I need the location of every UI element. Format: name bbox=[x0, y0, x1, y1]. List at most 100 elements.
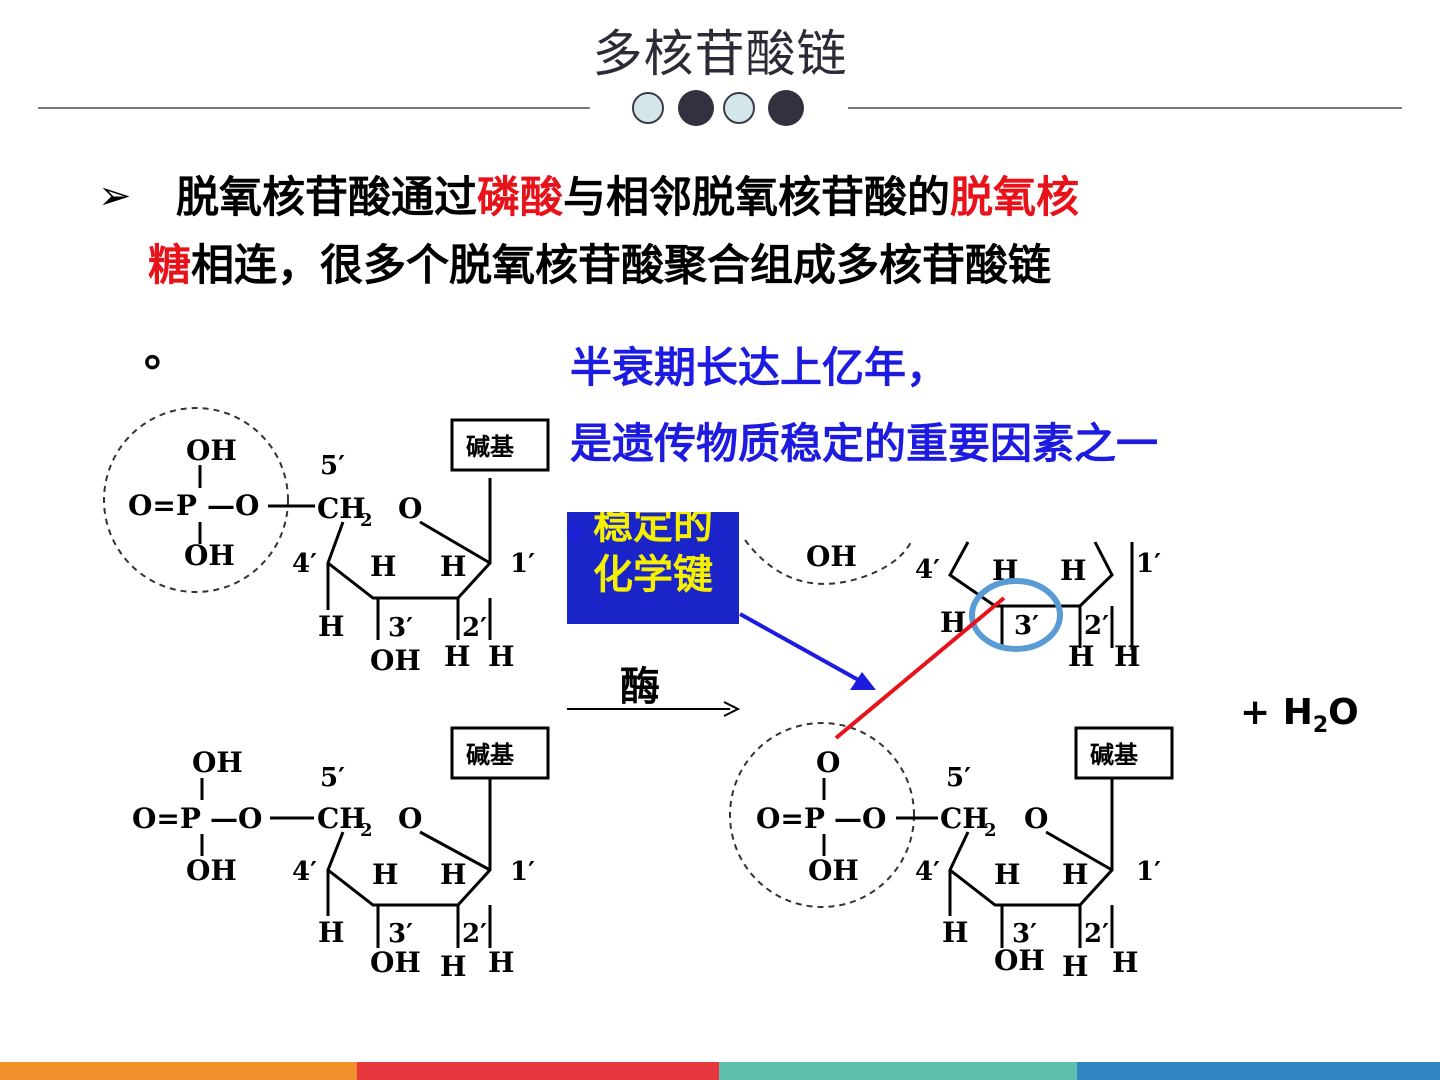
dash-o-label: —O bbox=[834, 802, 886, 835]
h-label: H bbox=[1060, 554, 1086, 587]
c3-label: 3′ bbox=[388, 613, 413, 643]
c3-label: 3′ bbox=[1014, 611, 1039, 641]
c2-label: 2′ bbox=[462, 613, 487, 643]
bullet-line-2: 糖相连，很多个脱氧核苷酸聚合组成多核苷酸链 bbox=[148, 232, 1051, 300]
c3-label: 3′ bbox=[1012, 919, 1037, 949]
water-product: + H2O bbox=[1240, 692, 1359, 738]
h-label: H bbox=[372, 858, 398, 891]
decor-dot-4 bbox=[768, 90, 804, 126]
h-label: H bbox=[488, 946, 514, 979]
bullet-seg-phosphate: 磷酸 bbox=[477, 173, 563, 223]
h-label: H bbox=[318, 916, 344, 949]
bullet-period: 。 bbox=[144, 327, 187, 377]
decor-dot-3 bbox=[723, 92, 755, 124]
water-o: O bbox=[1328, 692, 1359, 733]
c3-label: 3′ bbox=[388, 919, 413, 949]
ch-label: CH bbox=[940, 802, 989, 835]
nucleotide-right-lower: O O=P —O OH 5′ CH 2 O 4′ H H 1′ H 3′ 2′ … bbox=[729, 722, 1174, 983]
c2-label: 2′ bbox=[462, 919, 487, 949]
badge-pointer-line bbox=[739, 612, 863, 684]
callout-line-2: 是遗传物质稳定的重要因素之一 bbox=[570, 419, 1159, 468]
oh-label: OH bbox=[192, 746, 243, 779]
h-label: H bbox=[1068, 640, 1094, 673]
phosphodiester-bond-line bbox=[834, 596, 1006, 740]
o-eq-p-label: O=P bbox=[756, 802, 825, 835]
enzyme-label: 酶 bbox=[620, 664, 660, 710]
c1-label: 1′ bbox=[510, 549, 535, 579]
c1-label: 1′ bbox=[1136, 549, 1161, 579]
bullet-line-1: 脱氧核苷酸通过磷酸与相邻脱氧核苷酸的脱氧核 bbox=[176, 164, 1079, 232]
c4-label: 4′ bbox=[292, 549, 317, 579]
phosphate-circle bbox=[729, 722, 915, 908]
bullet-seg-sugar: 糖 bbox=[148, 241, 191, 291]
h-label: H bbox=[1062, 950, 1088, 983]
ring-o-label: O bbox=[1024, 802, 1048, 835]
h-label: H bbox=[1112, 946, 1138, 979]
footer-bar-blue bbox=[1077, 1062, 1440, 1080]
ch-label: CH bbox=[317, 802, 366, 835]
nucleotide-bottom-left: OH O=P —O OH 5′ CH 2 O 4′ H H 1′ H 3′ 2′… bbox=[132, 726, 550, 983]
base-label: 碱基 bbox=[466, 432, 515, 461]
footer-bar-orange bbox=[0, 1062, 357, 1080]
base-label: 碱基 bbox=[466, 740, 515, 769]
nucleotide-right-upper: OH 4′ H H 1′ H 3′ 2′ H H bbox=[744, 539, 1161, 673]
oh-label: OH bbox=[994, 944, 1045, 977]
h-label: H bbox=[440, 858, 466, 891]
ch-subscript: 2 bbox=[360, 820, 373, 841]
c5-label: 5′ bbox=[946, 763, 971, 793]
badge-pointer-arrowhead bbox=[850, 672, 876, 690]
ch-subscript: 2 bbox=[360, 510, 373, 531]
ch-subscript: 2 bbox=[984, 820, 997, 841]
dash-o-label: —O bbox=[207, 489, 259, 522]
phosphate-circle bbox=[103, 407, 289, 593]
base-box bbox=[450, 726, 550, 780]
oh-label: OH bbox=[184, 539, 235, 572]
footer-bar-teal bbox=[719, 1062, 1077, 1080]
h-label: H bbox=[1114, 640, 1140, 673]
h-label: H bbox=[370, 550, 396, 583]
c4-label: 4′ bbox=[915, 857, 940, 887]
bond-highlight-circle bbox=[969, 578, 1063, 652]
bullet-arrow-icon: ➢ bbox=[98, 173, 132, 219]
c4-label: 4′ bbox=[915, 555, 940, 585]
bridge-o-label: O bbox=[816, 746, 840, 779]
h-label: H bbox=[440, 550, 466, 583]
base-label: 碱基 bbox=[1090, 740, 1139, 769]
c5-label: 5′ bbox=[320, 451, 345, 481]
base-box bbox=[450, 418, 550, 472]
decor-dot-2 bbox=[678, 90, 714, 126]
callout-period: 。 bbox=[566, 497, 609, 546]
c1-label: 1′ bbox=[1136, 857, 1161, 887]
oh-label: OH bbox=[370, 644, 421, 677]
ch-label: CH bbox=[317, 492, 366, 525]
c2-label: 2′ bbox=[1084, 919, 1109, 949]
h-label: H bbox=[440, 950, 466, 983]
oh-label: OH bbox=[806, 540, 857, 573]
ring-o-label: O bbox=[398, 492, 422, 525]
h-label: H bbox=[444, 640, 470, 673]
c2-label: 2′ bbox=[1084, 611, 1109, 641]
dash-o-label: —O bbox=[210, 802, 262, 835]
h-label: H bbox=[488, 640, 514, 673]
water-plus-h: + H bbox=[1240, 692, 1313, 733]
h-label: H bbox=[942, 916, 968, 949]
h-label: H bbox=[1062, 858, 1088, 891]
ring-o-label: O bbox=[398, 802, 422, 835]
c1-label: 1′ bbox=[510, 857, 535, 887]
h-label: H bbox=[318, 610, 344, 643]
bullet-seg-deoxyribose: 脱氧核 bbox=[950, 173, 1079, 223]
badge-line-1: 稳定的 bbox=[593, 512, 713, 548]
oh-label: OH bbox=[808, 854, 859, 887]
base-box bbox=[1074, 726, 1174, 780]
o-eq-p-label: O=P bbox=[128, 489, 197, 522]
c5-label: 5′ bbox=[320, 763, 345, 793]
oh-label: OH bbox=[370, 946, 421, 979]
footer-bar-red bbox=[357, 1062, 719, 1080]
slide-title: 多核苷酸链 bbox=[592, 25, 848, 83]
oh-label: OH bbox=[186, 434, 237, 467]
h-label: H bbox=[994, 858, 1020, 891]
stable-bond-badge: 稳定的 化学键 bbox=[567, 512, 739, 624]
reaction-arrowhead-icon bbox=[723, 701, 741, 717]
callout-line-1: 半衰期长达上亿年， bbox=[570, 343, 949, 392]
